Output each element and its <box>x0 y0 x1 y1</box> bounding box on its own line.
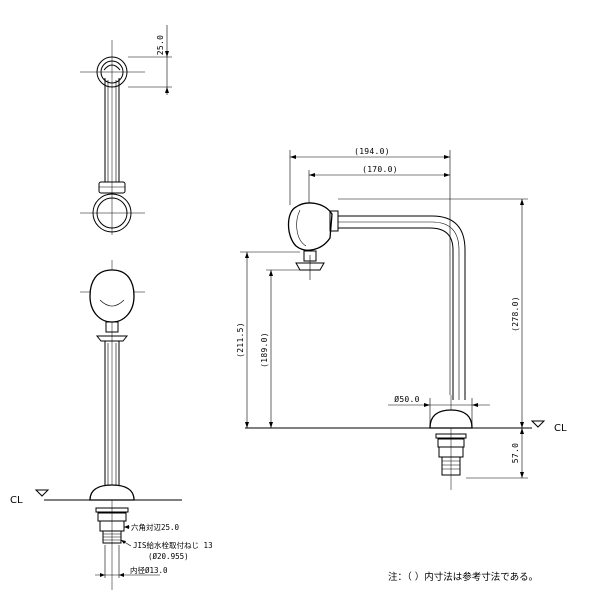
top-handle-arc <box>103 64 121 71</box>
hex-label: 六角対辺25.0 <box>131 522 180 532</box>
top-handle-inner-circle <box>100 60 124 84</box>
inner-diameter-label: 内径Ø13.0 <box>130 565 168 575</box>
top-handle-outer-circle <box>96 56 128 88</box>
side-pipe-outer <box>338 215 466 400</box>
thread-sub-label: (Ø20.955) <box>148 552 189 561</box>
side-base-dome <box>429 409 473 429</box>
top-base-outer-circle <box>92 193 132 233</box>
side-pipe-inner <box>338 227 454 400</box>
front-handle <box>89 269 135 323</box>
top-base-inner-circle <box>96 197 128 229</box>
side-nut-1 <box>435 433 467 439</box>
side-handle <box>287 202 333 251</box>
dim-211: (211.5) <box>236 322 245 358</box>
front-flange <box>95 335 129 342</box>
dim-25: 25.0 <box>156 35 165 55</box>
dim-170: (170.0) <box>362 165 398 174</box>
thread-label: JIS給水栓取付ねじ 13 <box>133 540 213 550</box>
side-view: (194.0) (170.0) CL <box>236 147 567 490</box>
dim-278: (278.0) <box>511 296 520 332</box>
front-cl-label: CL <box>10 495 23 506</box>
side-thread <box>441 456 461 476</box>
dim-57: 57.0 <box>511 443 520 463</box>
side-outlet-flange <box>295 262 325 271</box>
side-cl-label: CL <box>554 423 567 434</box>
dim-194: (194.0) <box>354 147 390 156</box>
side-cl-marker <box>530 420 546 428</box>
dim-50: Ø50.0 <box>394 394 420 404</box>
top-collar <box>98 181 126 194</box>
dim-189: (189.0) <box>260 332 269 368</box>
front-view: CL 六角対辺25.0 JIS給水栓取付ねじ 13 (Ø20.955) 内径Ø1… <box>10 260 213 590</box>
front-base-dome <box>89 484 135 501</box>
reference-note: 注：（ ）内寸法は参考寸法である。 <box>388 571 538 583</box>
front-nut-1 <box>95 507 129 513</box>
side-connector <box>329 210 339 232</box>
top-view: 25.0 <box>80 25 172 235</box>
front-cl-marker <box>34 489 50 497</box>
front-neck <box>105 321 119 333</box>
